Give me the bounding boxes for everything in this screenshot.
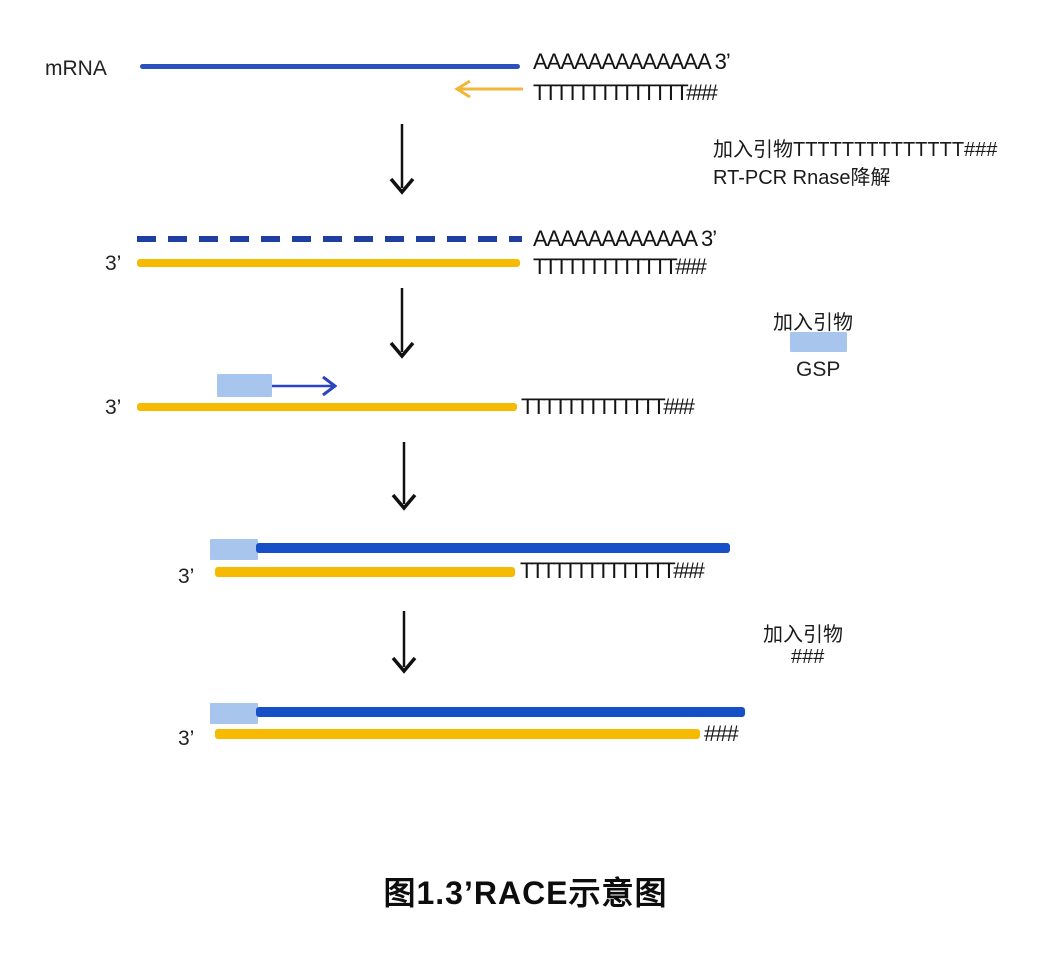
gsp-primer-rect-row4 (210, 539, 258, 560)
second-strand-line-row4 (256, 543, 730, 553)
note-add-primer-2: 加入引物 (763, 624, 843, 646)
down-arrow-icon-1 (389, 124, 415, 195)
degraded-mrna-dashed-line (137, 236, 522, 242)
row4-polyt-text: TTTTTTTTTTTTTT### (520, 558, 705, 583)
row1-polyt-text: TTTTTTTTTTTTTT### (533, 80, 718, 105)
note-rtpcr-rnase: RT-PCR Rnase降解 (713, 167, 891, 189)
down-arrow-icon-4 (391, 611, 417, 674)
row2-3prime-label: 3’ (105, 252, 122, 275)
mrna-strand-line (140, 64, 520, 69)
row1-polya-text: AAAAAAAAAAAAA 3’ (533, 49, 731, 74)
gsp-primer-swatch (790, 332, 847, 352)
mrna-label: mRNA (45, 57, 107, 80)
note-add-primer-polyt: 加入引物TTTTTTTTTTTTTT### (713, 139, 998, 161)
blue-right-arrow-icon (272, 375, 338, 397)
gsp-primer-rect-row3 (217, 374, 272, 397)
figure-title: 图1.3’RACE示意图 (383, 875, 668, 911)
cdna-strand-line-row3 (137, 403, 517, 411)
down-arrow-icon-3 (391, 442, 417, 511)
cdna-strand-line-row2 (137, 259, 520, 267)
row5-hash-text: ### (704, 721, 739, 746)
row4-3prime-label: 3’ (178, 565, 195, 588)
row5-3prime-label: 3’ (178, 727, 195, 750)
gsp-label: GSP (796, 358, 841, 381)
cdna-strand-line-row4 (215, 567, 515, 577)
row2-polyt-text: TTTTTTTTTTTTT### (533, 254, 707, 279)
cdna-strand-line-row5 (215, 729, 700, 739)
gsp-primer-rect-row5 (210, 703, 258, 724)
row3-polyt-text: TTTTTTTTTTTTT### (521, 394, 695, 419)
note-hash-primer: ### (791, 646, 825, 668)
orange-left-arrow-icon (454, 79, 523, 99)
legend-add-primer-label: 加入引物 (773, 312, 853, 334)
second-strand-line-row5 (256, 707, 745, 717)
down-arrow-icon-2 (389, 288, 415, 359)
row3-3prime-label: 3’ (105, 396, 122, 419)
row2-polya-text: AAAAAAAAAAAA 3’ (533, 226, 717, 251)
